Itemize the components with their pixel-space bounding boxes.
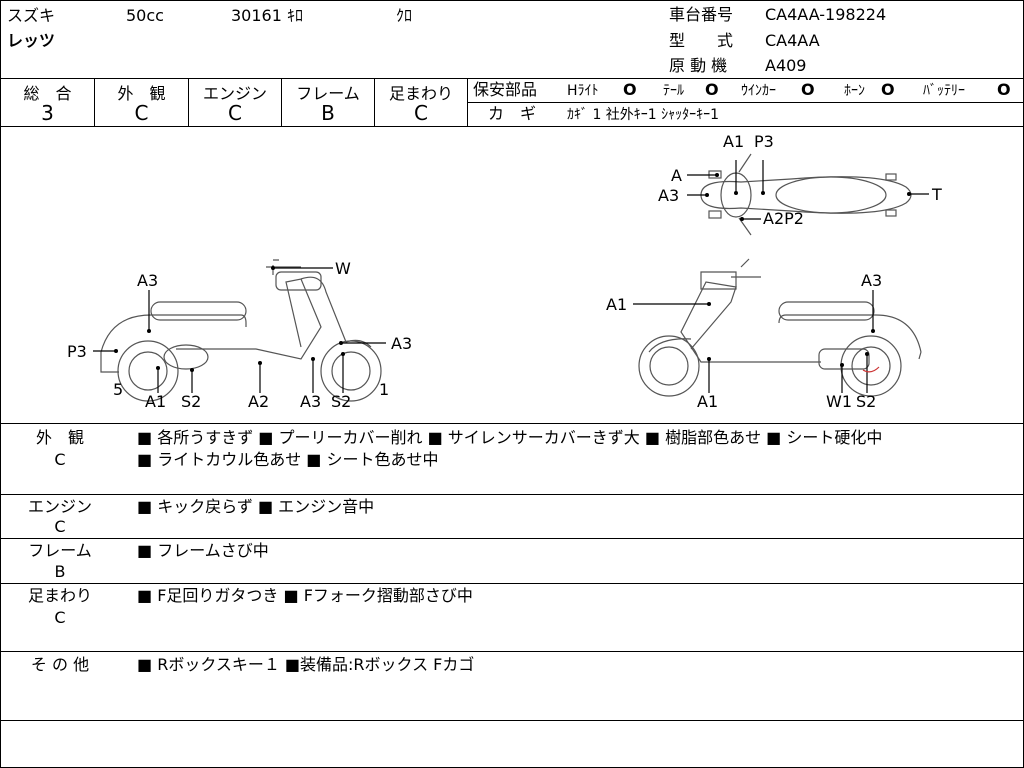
section-suspension-grade: C <box>54 608 66 627</box>
top-view-scooter <box>700 153 912 236</box>
safety-horn-mark: O <box>881 80 895 99</box>
maker: スズキ <box>7 6 56 25</box>
safety-battery-mark: O <box>997 80 1011 99</box>
grade-suspension-label: 足まわり <box>388 84 453 103</box>
section-exterior-grade: C <box>54 450 66 469</box>
damage-mark <box>862 366 880 373</box>
safety-horn: ﾎｰﾝ <box>844 83 865 99</box>
divider <box>1 78 1023 79</box>
engine-model-value: A409 <box>765 56 807 75</box>
safety-taillight-mark: O <box>705 80 719 99</box>
divider <box>1 538 1023 539</box>
diag-label: A1 <box>697 392 718 411</box>
divider <box>188 78 189 126</box>
safety-headlight-mark: O <box>623 80 637 99</box>
diag-label: P3 <box>754 132 774 151</box>
diag-label: A1 <box>606 295 627 314</box>
key-text: ｶｷﾞ 1 社外ｷｰ1 ｼｬｯﾀｰｷｰ1 <box>567 107 720 123</box>
color: ｸﾛ <box>396 6 413 25</box>
type-label: 型 式 <box>669 31 734 50</box>
diag-label: T <box>931 185 942 204</box>
section-frame-grade: B <box>54 562 66 581</box>
divider <box>94 78 95 126</box>
model-name: レッツ <box>7 31 56 50</box>
divider <box>374 78 375 126</box>
diag-label: A1 <box>145 392 166 411</box>
left-view-scooter <box>100 259 382 402</box>
diag-label: W1 <box>826 392 852 411</box>
divider <box>1 720 1023 721</box>
diag-label: A1 <box>723 132 744 151</box>
section-suspension-line: ■ F足回りガタつき ■ Fフォーク摺動部さび中 <box>137 586 473 605</box>
diag-label: A3 <box>300 392 321 411</box>
safety-taillight: ﾃｰﾙ <box>663 83 684 99</box>
grade-exterior-label: 外 観 <box>117 84 166 103</box>
diag-label: S2 <box>856 392 876 411</box>
displacement: 50cc <box>126 6 164 25</box>
key-label: カ ギ <box>488 104 537 123</box>
divider <box>1 494 1023 495</box>
safety-winker-mark: O <box>801 80 815 99</box>
section-exterior-line: ■ ライトカウル色あせ ■ シート色あせ中 <box>137 450 439 469</box>
section-frame-label: フレーム <box>28 541 92 560</box>
grade-overall-value: 3 <box>41 101 54 125</box>
diag-label: S2 <box>331 392 351 411</box>
type-value: CA4AA <box>765 31 820 50</box>
diag-label: S2 <box>181 392 201 411</box>
section-exterior-label: 外 観 <box>35 428 84 447</box>
diag-label: W <box>335 259 351 278</box>
diag-label: A3 <box>137 271 158 290</box>
diag-label: A3 <box>391 334 412 353</box>
frame-no-value: CA4AA-198224 <box>765 5 887 24</box>
section-other-label: そ の 他 <box>30 655 90 674</box>
safety-winker: ｳｲﾝｶｰ <box>741 83 776 99</box>
diag-label: A <box>671 166 682 185</box>
grade-suspension-value: C <box>414 101 428 125</box>
divider <box>467 102 1023 103</box>
diag-label: A2P2 <box>763 209 804 228</box>
section-other-line: ■ Rボックスキー１ ■装備品:Rボックス Fカゴ <box>137 655 475 674</box>
section-engine-line: ■ キック戻らず ■ エンジン音中 <box>137 497 375 516</box>
section-engine-label: エンジン <box>27 497 92 516</box>
damage-diagram: A1 P3 A A3 T A2P2 W A3 P3 A3 5 1 A1 S2 A… <box>67 132 942 411</box>
diag-label: 1 <box>379 380 389 399</box>
divider <box>1 126 1023 127</box>
grade-engine-value: C <box>228 101 242 125</box>
grade-frame-label: フレーム <box>296 84 360 103</box>
diag-label: 5 <box>113 380 123 399</box>
divider <box>1 423 1023 424</box>
section-frame-line: ■ フレームさび中 <box>137 541 269 560</box>
safety-parts-label: 保安部品 <box>473 80 538 99</box>
grade-frame-value: B <box>321 101 335 125</box>
section-exterior-line: ■ 各所うすきず ■ プーリーカバー削れ ■ サイレンサーカバーきず大 ■ 樹脂… <box>137 428 883 447</box>
leader-lines <box>93 160 929 393</box>
divider <box>281 78 282 126</box>
divider <box>1 651 1023 652</box>
diag-label: A3 <box>658 186 679 205</box>
section-suspension-label: 足まわり <box>27 586 92 605</box>
grade-overall-label: 総 合 <box>23 84 72 103</box>
divider <box>467 78 468 126</box>
grade-engine-label: エンジン <box>202 84 267 103</box>
grade-exterior-value: C <box>134 101 149 125</box>
engine-model-label: 原 動 機 <box>669 56 728 75</box>
frame-no-label: 車台番号 <box>669 5 734 24</box>
right-view-scooter <box>638 258 922 397</box>
safety-battery: ﾊﾞｯﾃﾘｰ <box>923 83 965 99</box>
diag-label: P3 <box>67 342 87 361</box>
divider <box>1 583 1023 584</box>
diag-label: A2 <box>248 392 269 411</box>
mileage: 30161 ｷﾛ <box>231 6 303 25</box>
diag-label: A3 <box>861 271 882 290</box>
section-engine-grade: C <box>54 517 66 536</box>
safety-headlight: Hﾗｲﾄ <box>567 83 599 99</box>
